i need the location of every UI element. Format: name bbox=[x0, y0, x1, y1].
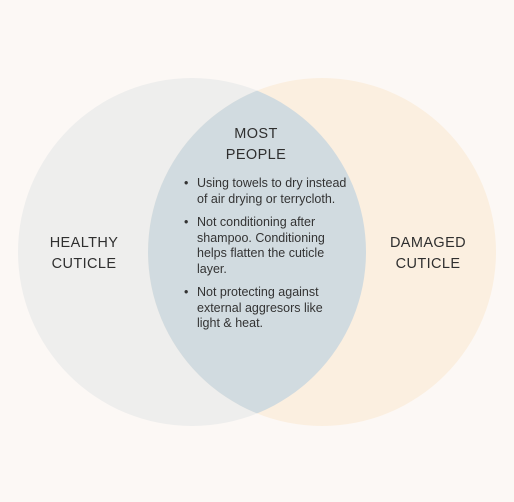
list-item: Not protecting against external aggresor… bbox=[184, 285, 349, 332]
most-people-label: MOST PEOPLE bbox=[225, 126, 287, 163]
list-item: Using towels to dry instead of air dryin… bbox=[184, 176, 349, 207]
overlap-point-list: Using towels to dry instead of air dryin… bbox=[184, 176, 349, 340]
list-item: Not conditioning after shampoo. Conditio… bbox=[184, 215, 349, 277]
damaged-cuticle-label: DAMAGED CUTICLE bbox=[389, 235, 467, 272]
healthy-cuticle-label: HEALTHY CUTICLE bbox=[49, 235, 119, 272]
